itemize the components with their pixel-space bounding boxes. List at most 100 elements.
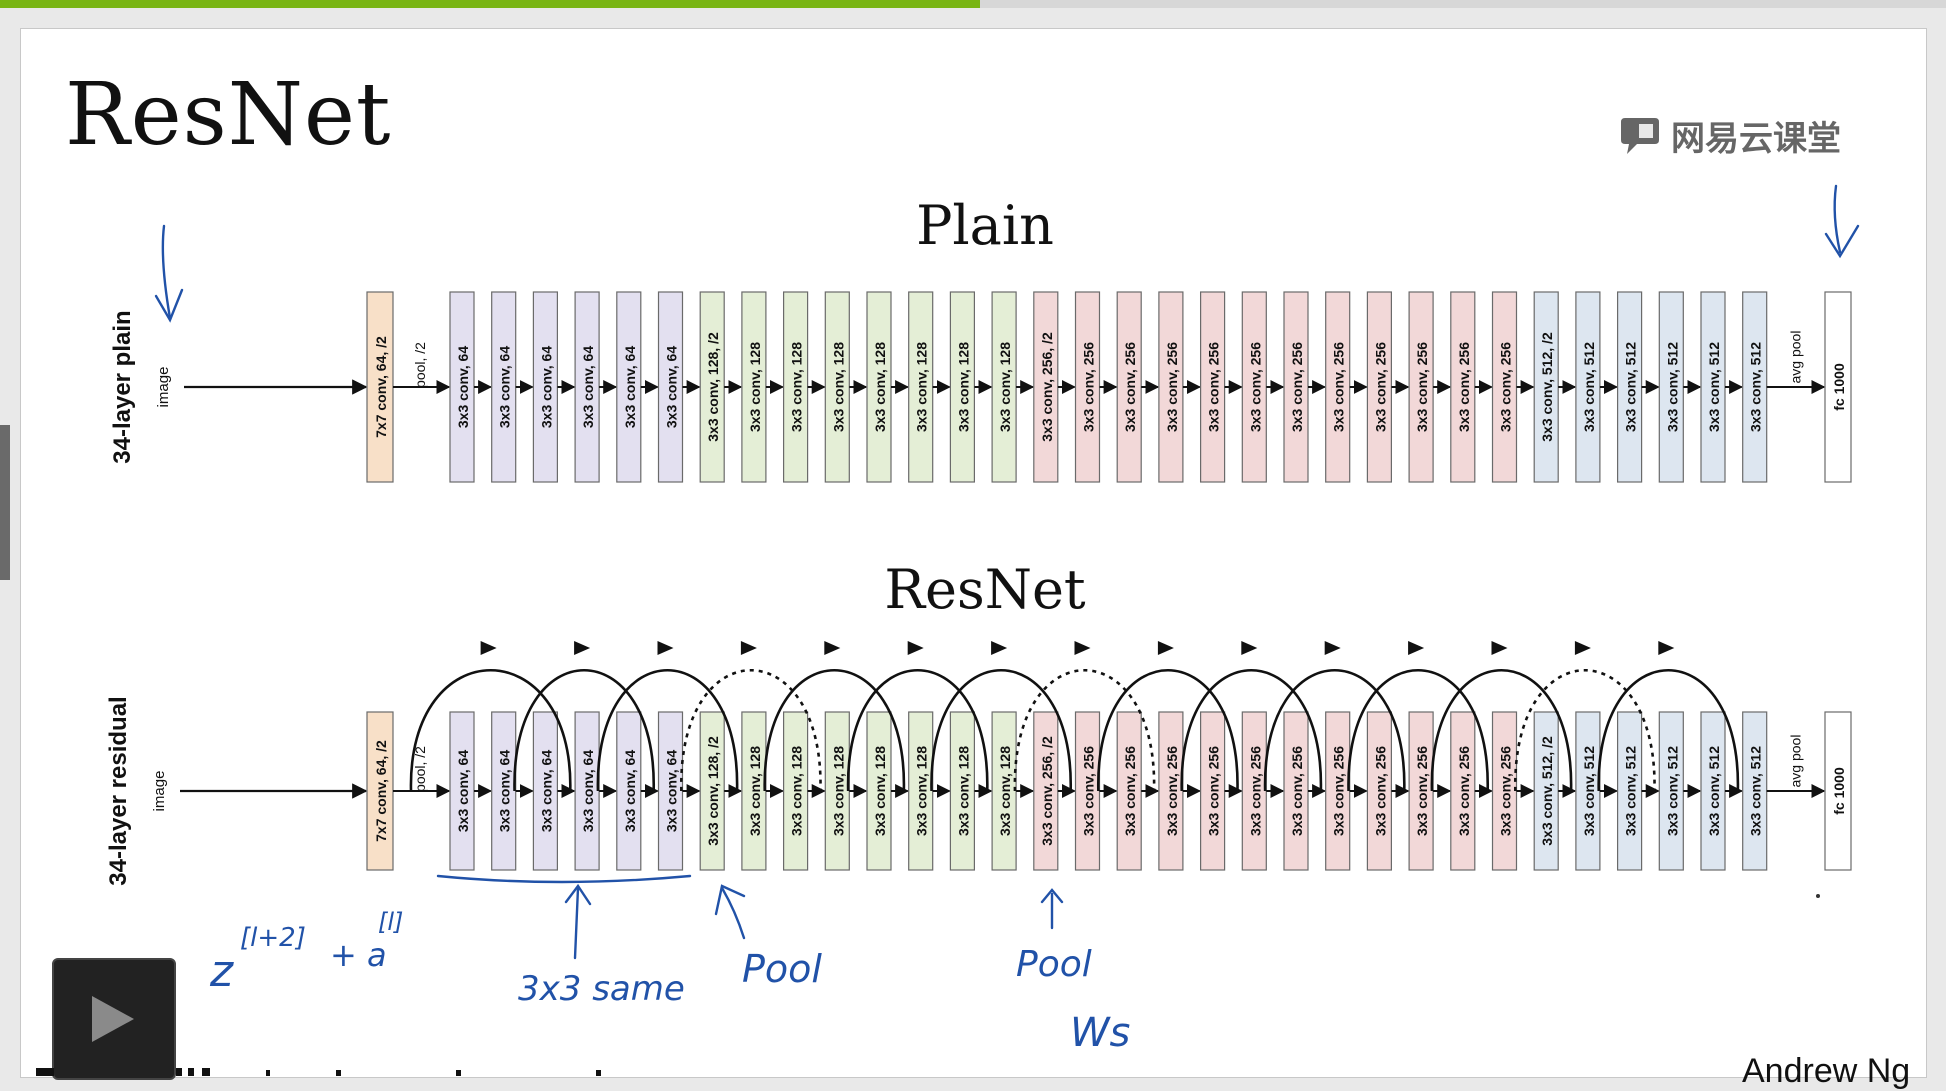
resnet-layer-box <box>574 711 600 871</box>
plain-layer-label: 3x3 conv, 128, /2 <box>705 332 721 442</box>
resnet-layer-label: 3x3 conv, 256 <box>1414 746 1430 836</box>
plain-layer-box <box>866 291 892 483</box>
resnet-layer-box <box>866 711 892 871</box>
plain-layer-label: 3x3 conv, 512, /2 <box>1539 332 1555 442</box>
skip-arrowhead <box>1074 641 1091 655</box>
arrow-down-right-annotation <box>1833 184 1842 254</box>
pool-note-1: Pool <box>742 947 822 991</box>
resnet-layer-box <box>1158 711 1184 871</box>
plain-row-label: 34-layer plain <box>109 310 136 463</box>
plain-layer-box <box>908 291 934 483</box>
plain-layer-box <box>949 291 976 483</box>
plain-layer-label: 3x3 conv, 256 <box>1289 342 1305 432</box>
plain-layer-box <box>1616 291 1643 483</box>
progress-bar-filled <box>0 0 980 8</box>
pool-note-2: Pool <box>1016 944 1092 985</box>
plain-layer-box <box>1408 291 1434 483</box>
resnet-layer-label: 3x3 conv, 256 <box>1289 746 1305 836</box>
plain-layer-label: 3x3 conv, 128 <box>789 342 805 432</box>
plain-layer-box <box>1199 291 1226 483</box>
plain-layer-label: 3x3 conv, 64 <box>455 346 471 428</box>
plain-layer-label: 3x3 conv, 128 <box>747 342 763 432</box>
resnet-layer-label: 3x3 conv, 512 <box>1581 746 1597 836</box>
skip-arrowhead <box>1241 641 1258 655</box>
resnet-layer-label: 3x3 conv, 256 <box>1247 746 1263 836</box>
plain-layer-label: 3x3 conv, 256 <box>1164 342 1180 432</box>
skip-connection-arc <box>513 668 655 792</box>
cut-off-caption <box>36 1060 936 1076</box>
skip-arrowhead <box>907 641 924 655</box>
resnet-layer-box <box>1116 711 1142 871</box>
resnet-layer-box <box>1283 711 1309 871</box>
arrow-up-pool1-annotation <box>720 886 746 940</box>
plain-layer-box <box>1074 291 1101 483</box>
resnet-layer-label: 3x3 conv, 128 <box>830 746 846 836</box>
skip-arrowhead <box>740 641 757 655</box>
resnet-pool-label: pool, /2 <box>412 746 428 792</box>
plain-layer-label: 3x3 conv, 128 <box>997 342 1013 432</box>
skip-arrowhead <box>1157 641 1174 655</box>
resnet-layer-label: 3x3 conv, 64 <box>664 750 680 832</box>
resnet-layer-box <box>1033 711 1059 871</box>
side-panel-handle[interactable] <box>0 425 10 580</box>
plain-layer-box <box>1366 291 1393 483</box>
plain-layer-box <box>1241 291 1267 483</box>
caption-fragment <box>36 1068 601 1076</box>
resnet-layer-box <box>1742 711 1768 871</box>
skip-arrowhead <box>657 641 674 655</box>
same-label: 3x3 same <box>518 969 685 1009</box>
resnet-layer-label: 3x3 conv, 512 <box>1623 746 1639 836</box>
arrow-down-left-annotation <box>161 224 172 320</box>
plain-layer-box <box>1158 291 1184 483</box>
resnet-layer-label: 3x3 conv, 256 <box>1331 746 1347 836</box>
resnet-layer-box <box>991 711 1017 871</box>
skip-arrowhead <box>1491 641 1508 655</box>
plain-layer-label: 3x3 conv, 512 <box>1623 342 1639 432</box>
plain-layer-label: 3x3 conv, 256 <box>1247 342 1263 432</box>
handwritten-annotations <box>154 184 1860 960</box>
resnet-layer-label: 3x3 conv, 256 <box>1206 746 1222 836</box>
plain-layer-label: 3x3 conv, 256 <box>1122 342 1138 432</box>
resnet-layer-label: 3x3 conv, 256 <box>1498 746 1514 836</box>
plain-layer-label: 3x3 conv, 256 <box>1414 342 1430 432</box>
plain-input-label: image <box>155 367 172 408</box>
resnet-layer-box <box>449 711 475 871</box>
skip-arrowhead <box>574 641 591 655</box>
plain-heading: Plain <box>916 194 1054 257</box>
formula-z: z <box>209 946 234 997</box>
arrow-up-same-head <box>564 883 592 906</box>
underline-brace-annotation <box>436 874 692 884</box>
slide: ResNet 网易云课堂 <box>20 28 1927 1078</box>
resnet-layer-label: 3x3 conv, 256 <box>1164 746 1180 836</box>
skip-connection-arc <box>1597 668 1740 792</box>
resnet-layer-box <box>1074 711 1101 871</box>
skip-connection-arc <box>1430 668 1573 792</box>
formula-plus-a: + a <box>330 936 387 974</box>
plain-layer-label: 3x3 conv, 512 <box>1581 342 1597 432</box>
resnet-layer-label: 3x3 conv, 256 <box>1456 746 1472 836</box>
resnet-layer-label: 3x3 conv, 128 <box>955 746 971 836</box>
plain-layer-box <box>741 291 767 483</box>
resnet-heading: ResNet <box>884 558 1086 621</box>
plain-layer-box <box>824 291 850 483</box>
resnet-layer-box <box>1824 711 1852 871</box>
plain-layer-box <box>616 291 642 483</box>
skip-connection-arc <box>409 669 572 792</box>
resnet-layer-box <box>616 711 642 871</box>
projection-shortcut-arc <box>680 668 822 792</box>
plain-layer-label: 3x3 conv, 256 <box>1498 342 1514 432</box>
resnet-layer-box <box>1658 711 1684 871</box>
resnet-layer-label: 3x3 conv, 128 <box>872 746 888 836</box>
plain-layer-box <box>1742 291 1768 483</box>
plain-layer-box <box>449 291 475 483</box>
arrow-up-pool1-head <box>714 884 746 916</box>
resnet-layer-label: 3x3 conv, 256 <box>1081 746 1097 836</box>
play-button[interactable] <box>52 958 176 1080</box>
netease-logo-icon <box>1621 117 1659 154</box>
resnet-layer-label: 3x3 conv, 64 <box>497 750 513 832</box>
plain-layer-label: 3x3 conv, 64 <box>538 346 554 428</box>
resnet-layer-label: 3x3 conv, 128 <box>747 746 763 836</box>
resnet-layer-box <box>491 711 517 871</box>
skip-connection-arc <box>596 668 739 792</box>
